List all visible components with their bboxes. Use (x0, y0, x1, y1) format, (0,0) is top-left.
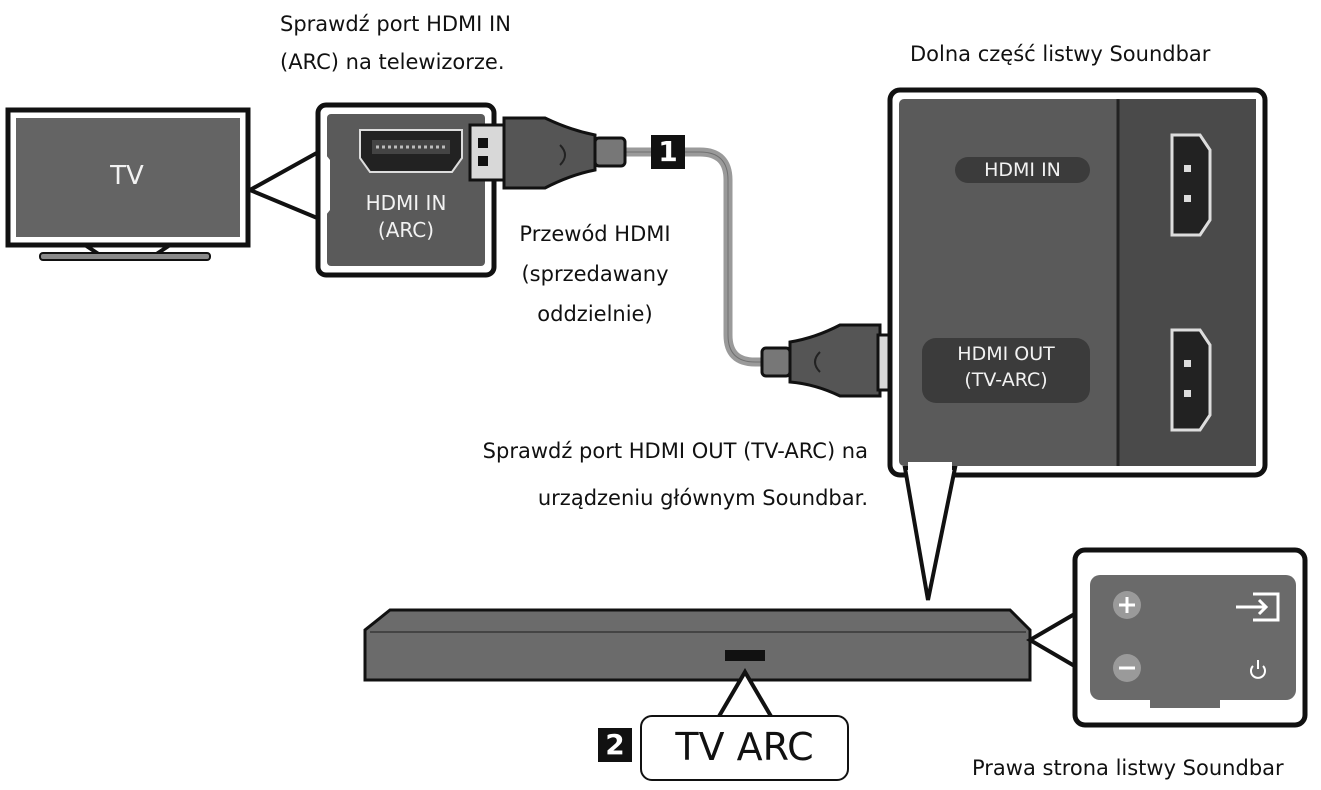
cable-caption-2: (sprzedawany (521, 262, 669, 286)
bottom-soundbar-caption: Dolna część listwy Soundbar (910, 42, 1211, 66)
tv-port-label: HDMI IN (365, 191, 447, 215)
check-soundbar-port-text: Sprawdź port HDMI OUT (TV-ARC) na (482, 439, 868, 463)
power-icon (1250, 660, 1266, 679)
check-tv-port-text-2: (ARC) na telewizorze. (280, 50, 505, 74)
hdmi-port-icon (359, 129, 463, 173)
soundbar (363, 608, 1032, 682)
cable-caption: Przewód HDMI (519, 222, 671, 246)
display-window (725, 650, 765, 661)
tv-label: TV (110, 161, 144, 191)
soundbar-right-panel (1072, 547, 1308, 728)
hdmi-cable (620, 147, 772, 367)
tv-icon (5, 107, 251, 261)
tv-arc-display: TV ARC (640, 715, 849, 781)
step-1-badge: 1 (651, 135, 685, 169)
hdmi-out-port-label: HDMI OUT (TV-ARC) (922, 338, 1090, 403)
check-soundbar-port-text-2: urządzeniu głównym Soundbar. (537, 486, 868, 510)
hdmi-plug-icon (468, 116, 627, 190)
check-tv-port-text: Sprawdź port HDMI IN (280, 12, 511, 36)
hdmi-port-icon (1170, 133, 1212, 237)
source-icon (1236, 592, 1280, 622)
hdmi-in-port-label: HDMI IN (955, 157, 1090, 183)
step-2-badge: 2 (598, 728, 632, 762)
tv-port-label-2: (ARC) (377, 218, 435, 242)
right-side-caption: Prawa strona listwy Soundbar (972, 756, 1284, 780)
cable-caption-3: oddzielnie) (537, 302, 653, 326)
soundbar-bottom-panel (887, 87, 1268, 478)
hdmi-port-icon (1170, 328, 1212, 432)
tv-port-panel (315, 102, 497, 278)
hdmi-out-label-line1: HDMI OUT (957, 343, 1055, 365)
hdmi-out-label-line2: (TV-ARC) (964, 369, 1048, 391)
